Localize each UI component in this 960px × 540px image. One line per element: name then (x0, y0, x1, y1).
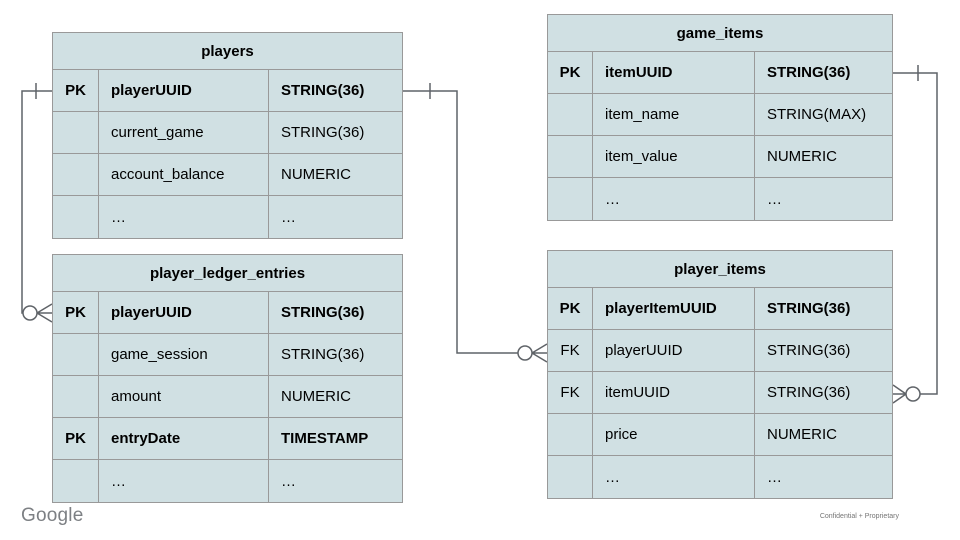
cell-column-name: playerUUID (99, 70, 269, 111)
table-game-items-title: game_items (548, 15, 892, 52)
table-row: item_name STRING(MAX) (548, 94, 892, 136)
cell-column-type: STRING(36) (281, 346, 365, 363)
table-row: FK playerUUID STRING(36) (548, 330, 892, 372)
cell-key: PK (53, 70, 99, 111)
cell-column-name: entryDate (99, 418, 269, 459)
relationship-gameitems-playeritems (892, 65, 938, 404)
cardinality-zero-circle (517, 345, 533, 361)
confidential-note: Confidential + Proprietary (819, 513, 899, 520)
cell-key: FK (548, 330, 593, 371)
cell-key (548, 136, 593, 177)
table-players: players PK playerUUID STRING(36) current… (52, 32, 403, 239)
cell-column-type: STRING(36) (281, 304, 365, 321)
cell-key: FK (548, 372, 593, 413)
cell-column-type: STRING(36) (767, 342, 851, 359)
table-row: … … (53, 460, 402, 502)
cell-column-name: … (593, 178, 755, 220)
cell-column-type: TIMESTAMP (281, 430, 369, 447)
cell-column-type: STRING(36) (281, 124, 365, 141)
table-row: PK playerItemUUID STRING(36) (548, 288, 892, 330)
cell-column-type: … (767, 468, 782, 486)
cell-column-name: playerUUID (593, 330, 755, 371)
table-player-ledger-entries: player_ledger_entries PK playerUUID STRI… (52, 254, 403, 503)
cell-key (53, 112, 99, 153)
relationship-players-ledger (21, 83, 53, 323)
cell-column-name: itemUUID (593, 52, 755, 93)
cell-column-type: NUMERIC (281, 166, 351, 183)
cell-key (53, 334, 99, 375)
cell-column-type: STRING(36) (767, 64, 851, 81)
relationship-players-playeritems (403, 83, 548, 363)
cell-key (53, 196, 99, 238)
table-row: price NUMERIC (548, 414, 892, 456)
cell-key (548, 456, 593, 498)
table-row: game_session STRING(36) (53, 334, 402, 376)
table-players-title: players (53, 33, 402, 70)
table-row: PK playerUUID STRING(36) (53, 70, 402, 112)
cell-key (548, 94, 593, 135)
cell-key: PK (548, 52, 593, 93)
google-logo: Google (21, 505, 84, 526)
cell-column-name: amount (99, 376, 269, 417)
cell-column-name: … (99, 196, 269, 238)
cell-column-type: STRING(36) (767, 300, 851, 317)
cell-column-name: current_game (99, 112, 269, 153)
table-row: FK itemUUID STRING(36) (548, 372, 892, 414)
cell-column-name: item_name (593, 94, 755, 135)
table-game-items: game_items PK itemUUID STRING(36) item_n… (547, 14, 893, 221)
cardinality-zero-circle (905, 386, 921, 402)
cell-column-name: itemUUID (593, 372, 755, 413)
cell-key (548, 178, 593, 220)
cell-column-name: … (593, 456, 755, 498)
cell-key (548, 414, 593, 455)
table-player-items-title: player_items (548, 251, 892, 288)
cell-key: PK (548, 288, 593, 329)
cell-column-name: … (99, 460, 269, 502)
cell-column-name: playerItemUUID (593, 288, 755, 329)
cell-key (53, 154, 99, 195)
cell-column-type: … (767, 190, 782, 208)
cell-column-name: playerUUID (99, 292, 269, 333)
crow-foot-many (531, 343, 548, 363)
cell-column-name: item_value (593, 136, 755, 177)
cell-column-name: price (593, 414, 755, 455)
cell-column-name: account_balance (99, 154, 269, 195)
cell-column-type: STRING(36) (281, 82, 365, 99)
table-row: item_value NUMERIC (548, 136, 892, 178)
table-player-ledger-entries-title: player_ledger_entries (53, 255, 402, 292)
cell-column-type: … (281, 208, 296, 226)
cell-column-type: NUMERIC (767, 148, 837, 165)
cell-key (53, 460, 99, 502)
table-row: current_game STRING(36) (53, 112, 402, 154)
cardinality-zero-circle (22, 305, 38, 321)
table-row: PK entryDate TIMESTAMP (53, 418, 402, 460)
crow-foot-many (36, 303, 53, 323)
table-row: … … (53, 196, 402, 238)
table-row: … … (548, 456, 892, 498)
cell-key: PK (53, 292, 99, 333)
table-player-items: player_items PK playerItemUUID STRING(36… (547, 250, 893, 499)
cell-key: PK (53, 418, 99, 459)
cell-key (53, 376, 99, 417)
cell-column-type: STRING(MAX) (767, 106, 867, 123)
cell-column-type: … (281, 472, 296, 490)
table-row: amount NUMERIC (53, 376, 402, 418)
crow-foot-many (892, 384, 907, 404)
cell-column-type: NUMERIC (281, 388, 351, 405)
cell-column-type: NUMERIC (767, 426, 837, 443)
cell-column-name: game_session (99, 334, 269, 375)
table-row: account_balance NUMERIC (53, 154, 402, 196)
table-row: PK playerUUID STRING(36) (53, 292, 402, 334)
table-row: PK itemUUID STRING(36) (548, 52, 892, 94)
table-row: … … (548, 178, 892, 220)
cell-column-type: STRING(36) (767, 384, 851, 401)
